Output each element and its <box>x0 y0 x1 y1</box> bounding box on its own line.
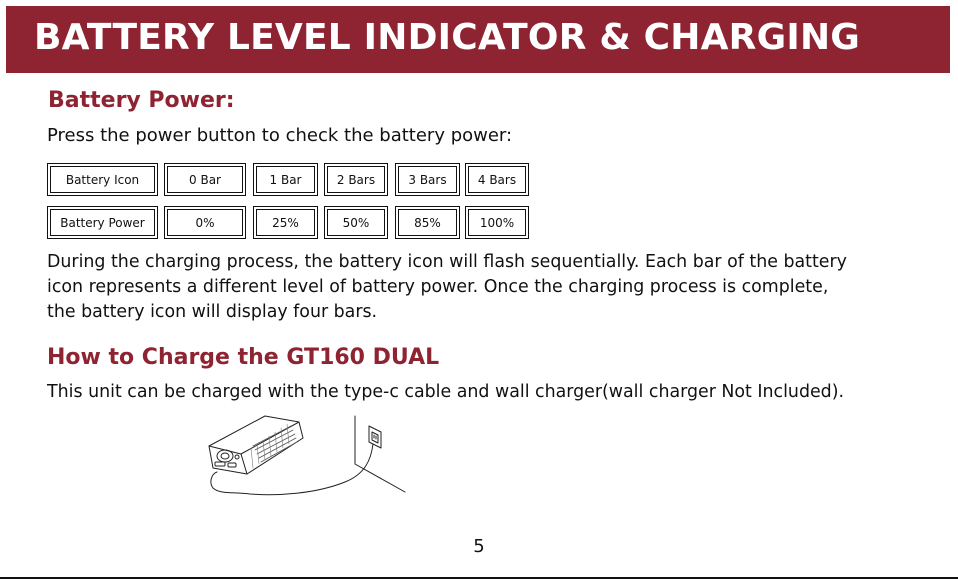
battery-power-label: Battery Power <box>50 209 155 236</box>
power-percent-50: 50% <box>327 209 385 236</box>
battery-icon-label: Battery Icon <box>50 166 155 193</box>
table-cell: 85% <box>395 206 460 239</box>
how-to-charge-heading: How to Charge the GT160 DUAL <box>47 345 440 370</box>
wall-outline <box>354 415 406 493</box>
wall-outlet-icon <box>368 425 382 449</box>
page-number: 5 <box>473 536 485 557</box>
page-title: BATTERY LEVEL INDICATOR & CHARGING <box>34 17 861 58</box>
table-cell: 4 Bars <box>465 163 529 196</box>
power-percent-100: 100% <box>468 209 526 236</box>
charging-illustration <box>208 415 406 496</box>
power-percent-0: 0% <box>167 209 243 236</box>
table-cell: Battery Icon <box>47 163 158 196</box>
bar-count-4: 4 Bars <box>468 166 526 193</box>
table-cell: 50% <box>324 206 388 239</box>
table-cell: 2 Bars <box>324 163 388 196</box>
battery-power-heading: Battery Power: <box>48 88 235 113</box>
header-banner: BATTERY LEVEL INDICATOR & CHARGING <box>6 6 950 73</box>
bar-count-1: 1 Bar <box>256 166 315 193</box>
table-cell: 25% <box>253 206 318 239</box>
bottom-divider <box>0 577 958 579</box>
battery-intro-text: Press the power button to check the batt… <box>47 125 513 146</box>
power-percent-85: 85% <box>398 209 457 236</box>
power-percent-25: 25% <box>256 209 315 236</box>
charging-cable-icon <box>210 443 374 496</box>
power-bank-icon <box>208 415 304 475</box>
table-cell: 0% <box>164 206 246 239</box>
table-cell: 0 Bar <box>164 163 246 196</box>
table-cell: Battery Power <box>47 206 158 239</box>
charging-text-line-3: the battery icon will display four bars. <box>47 302 378 322</box>
table-cell: 100% <box>465 206 529 239</box>
charge-instructions-text: This unit can be charged with the type-c… <box>47 382 845 402</box>
bar-count-3: 3 Bars <box>398 166 457 193</box>
bar-count-2: 2 Bars <box>327 166 385 193</box>
table-cell: 1 Bar <box>253 163 318 196</box>
table-cell: 3 Bars <box>395 163 460 196</box>
charging-text-line-2: icon represents a different level of bat… <box>47 277 829 297</box>
bar-count-0: 0 Bar <box>167 166 243 193</box>
charging-text-line-1: During the charging process, the battery… <box>47 252 847 272</box>
